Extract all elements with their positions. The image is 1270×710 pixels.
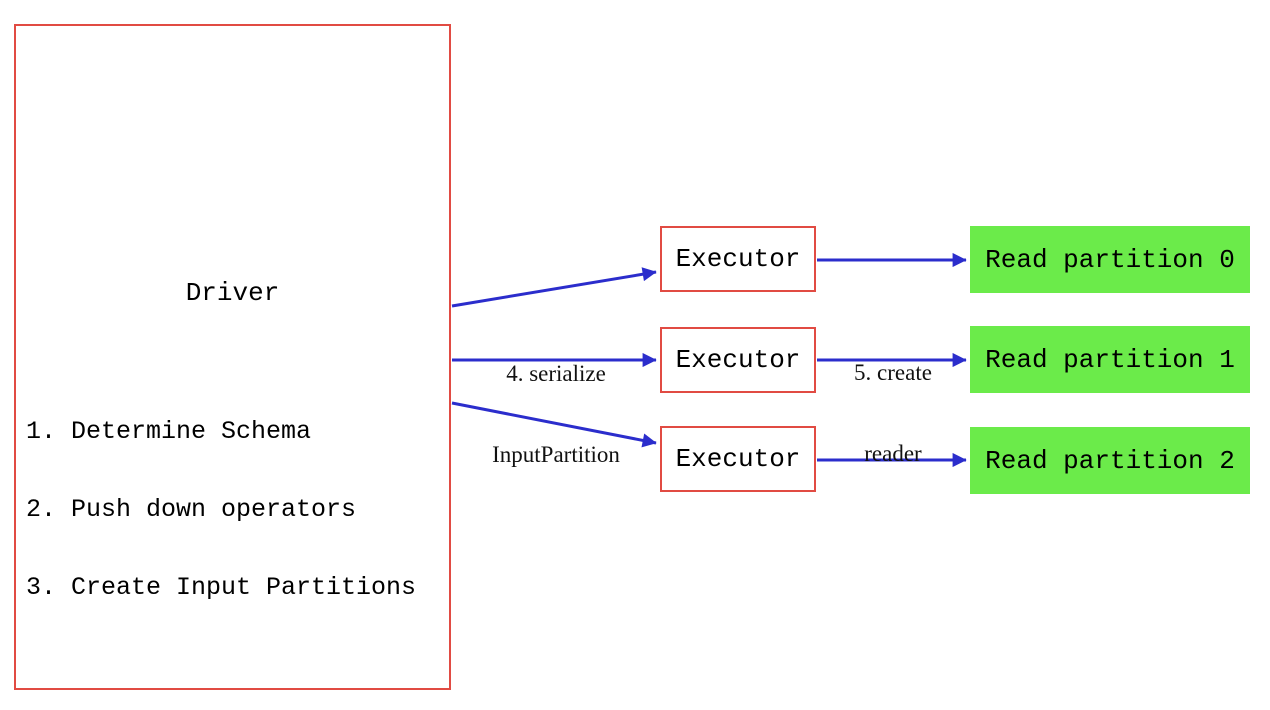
executor-node-3: Executor: [660, 426, 816, 492]
driver-step-1: 1. Determine Schema: [26, 417, 312, 446]
driver-title: Driver: [185, 278, 280, 308]
executor-node-2: Executor: [660, 327, 816, 393]
executor-node-1: Executor: [660, 226, 816, 292]
edge-label-serialize-line2: InputPartition: [492, 442, 620, 467]
edge-label-serialize-line1: 4. serialize: [506, 361, 606, 386]
driver-node: Driver 1. Determine Schema 2. Push down …: [14, 24, 451, 690]
driver-step-2: 2. Push down operators: [26, 495, 357, 524]
edge-label-reader-line2: reader: [864, 441, 922, 466]
edge-label-serialize-inputpartition: 4. serialize InputPartition: [436, 306, 676, 522]
edge-label-create-reader: 5. create reader: [793, 305, 993, 521]
read-partition-node-0: Read partition 0: [970, 226, 1250, 293]
driver-steps-list: 1. Determine Schema 2. Push down operato…: [26, 367, 416, 653]
arrow-driver-to-executor-1: [451, 267, 657, 308]
edge-label-reader-line1: 5. create: [854, 360, 932, 385]
driver-step-3: 3. Create Input Partitions: [26, 573, 417, 602]
read-partition-node-2: Read partition 2: [970, 427, 1250, 494]
read-partition-node-1: Read partition 1: [970, 326, 1250, 393]
